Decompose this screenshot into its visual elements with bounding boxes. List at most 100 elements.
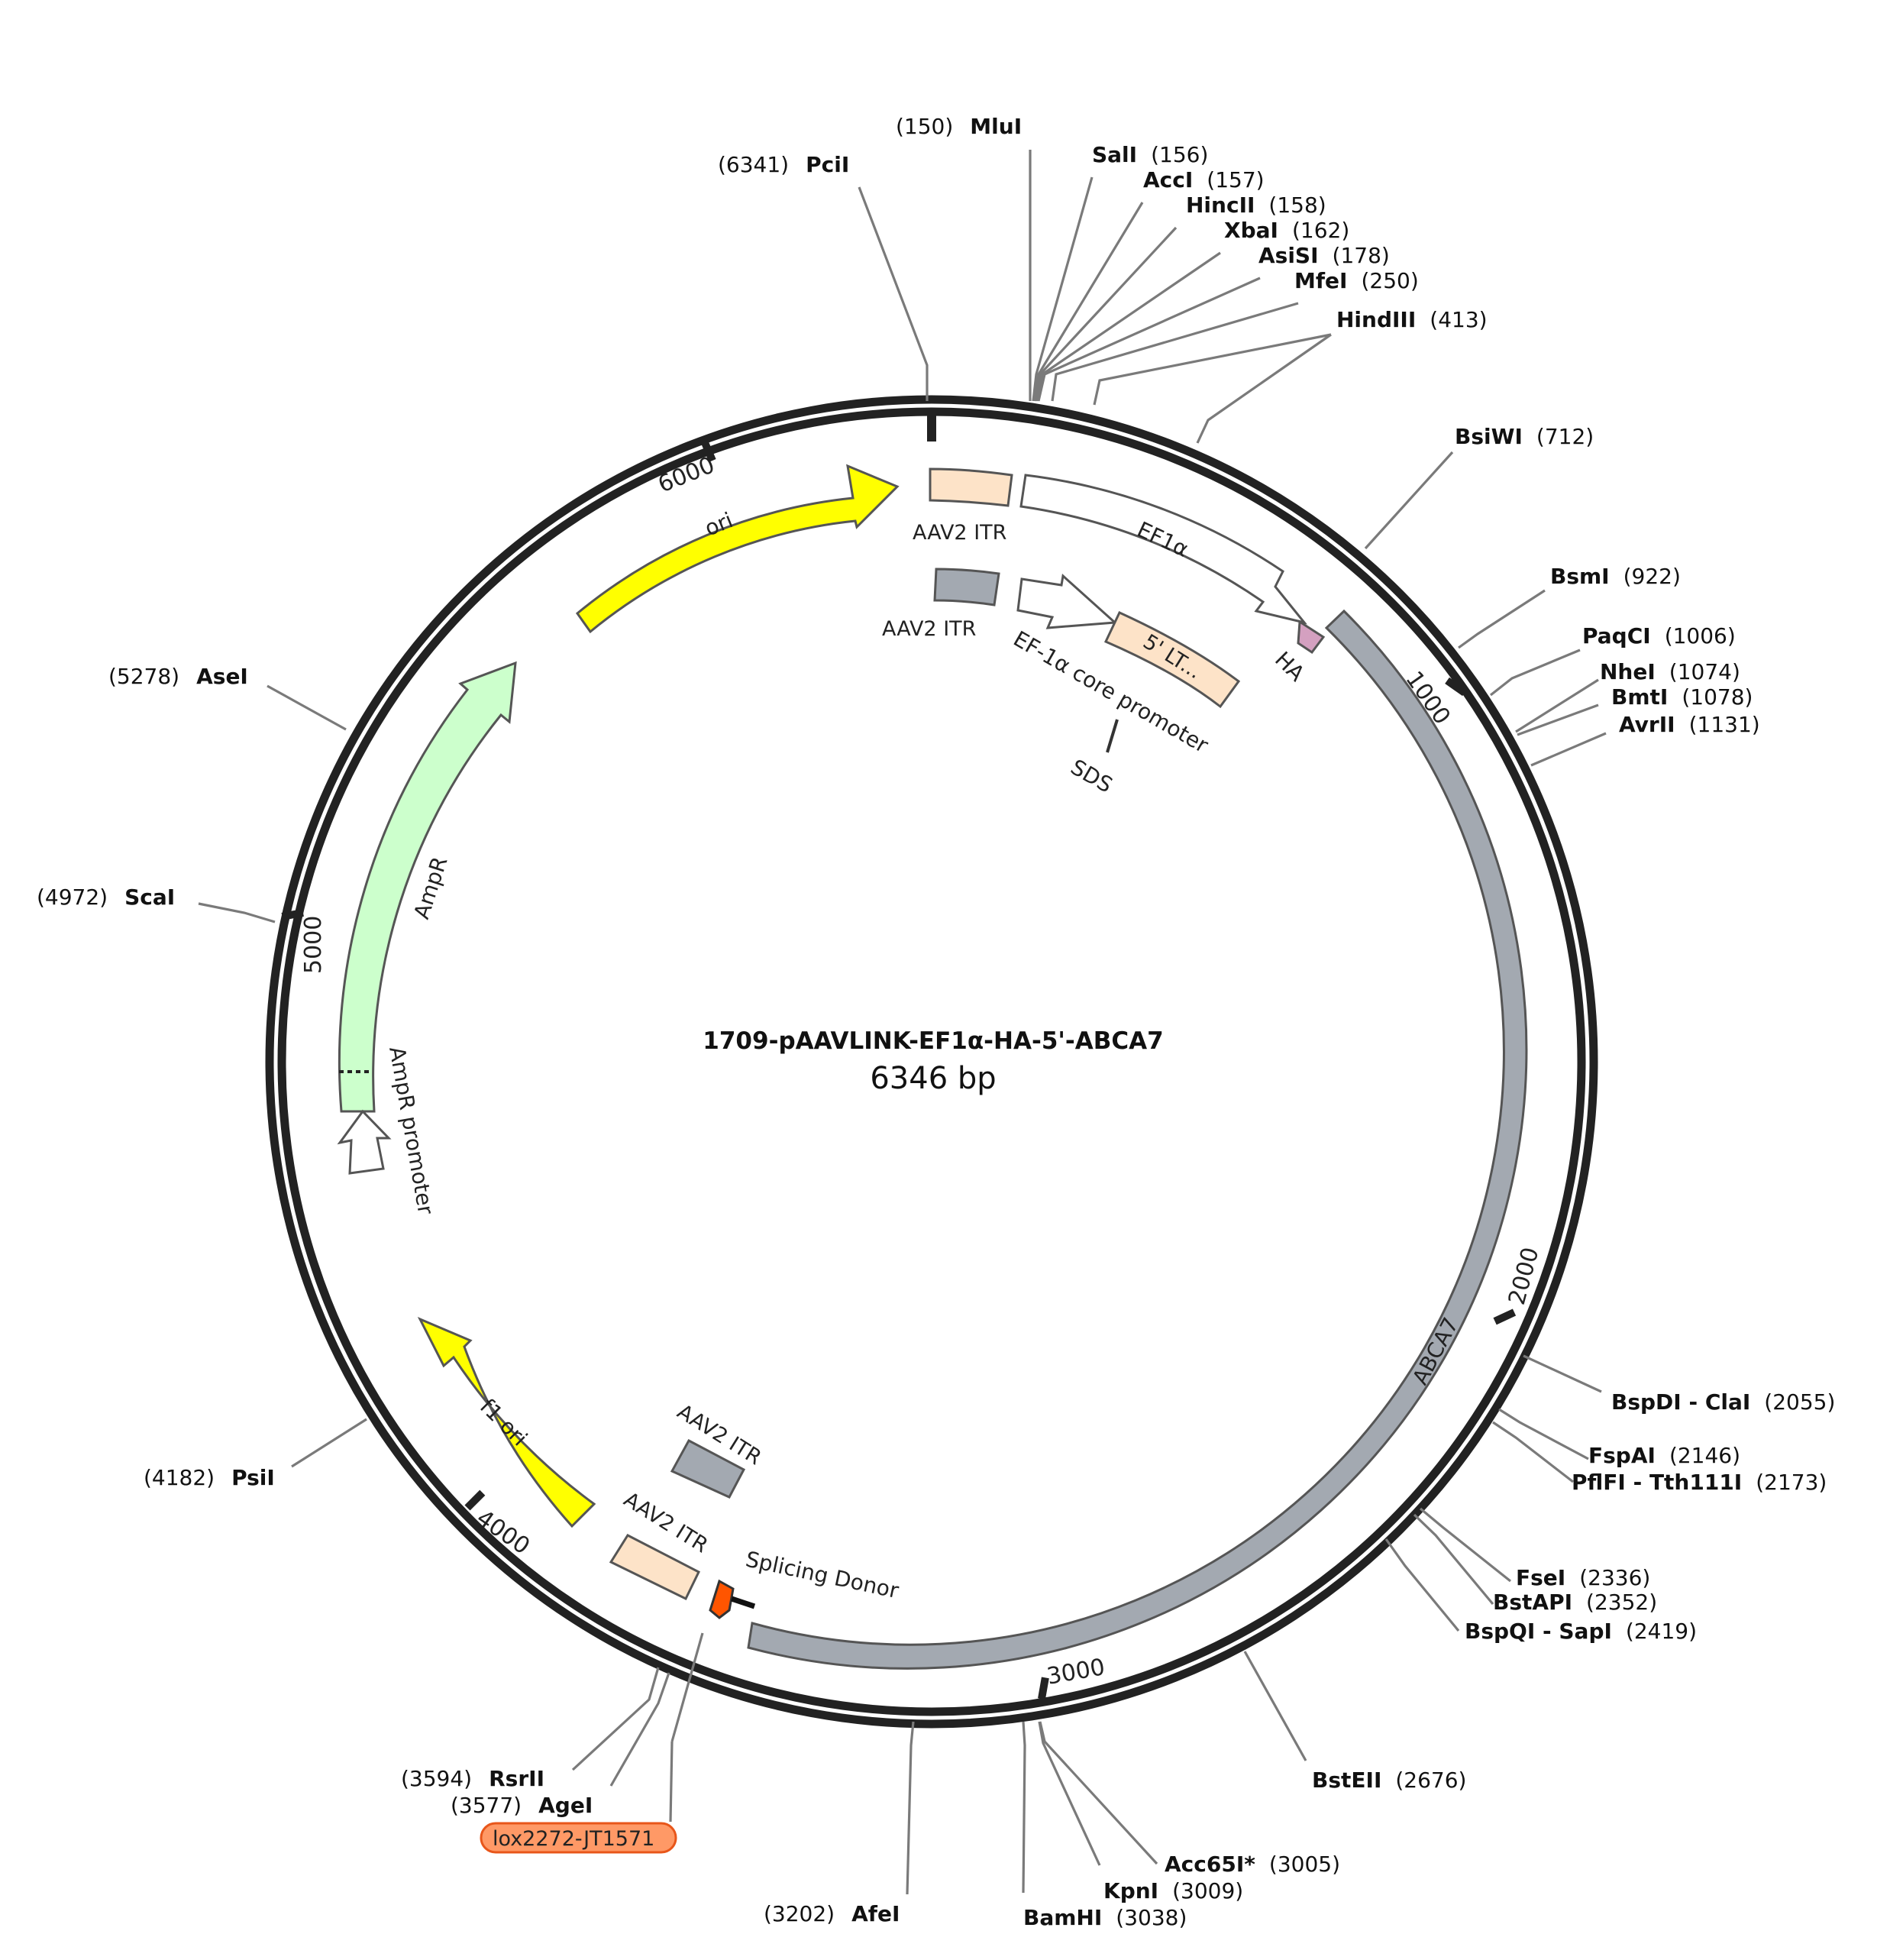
site-acci-name: AccI: [1143, 167, 1193, 192]
site-fspai-name: FspAI: [1588, 1443, 1656, 1468]
site-scai-name: ScaI: [124, 885, 175, 910]
site-agei-pos: (3577): [451, 1793, 522, 1818]
site-fsei-name: FseI: [1516, 1565, 1565, 1590]
site-hincii-pos: (158): [1268, 192, 1326, 218]
scale-tick-3000-mark: [1038, 1677, 1049, 1700]
site-kpni: KpnI(3009): [1103, 1878, 1243, 1903]
site-fspai: FspAI (2146): [1588, 1443, 1740, 1468]
sds-label: SDS: [1067, 754, 1117, 797]
lox2272-badge: [480, 1822, 677, 1854]
site-mfei: MfeI (250): [1294, 268, 1419, 293]
site-agei: (3577)AgeI: [451, 1793, 593, 1818]
aav2-itr-peach-bottom-box: [609, 1534, 700, 1601]
site-hincii: HincII (158): [1186, 192, 1326, 218]
leader-acc65i: [1039, 1721, 1158, 1865]
site-bspqi-sapi: BspQI - SapI(2419): [1465, 1619, 1697, 1644]
abca7-label: ABCA7: [1407, 1313, 1463, 1389]
site-paqci-name: PaqCI: [1582, 623, 1651, 648]
site-bspqi-sapi-name: BspQI - SapI: [1465, 1619, 1612, 1644]
site-fspai-pos: (2146): [1669, 1443, 1740, 1468]
site-mfei-name: MfeI: [1294, 268, 1347, 293]
leader-afei: [906, 1721, 915, 1895]
abca7-box: [748, 611, 1508, 1657]
ha-label: HA: [1270, 647, 1310, 687]
splicing-donor-arrow: [709, 1579, 735, 1619]
aav2-itr-top-box: [929, 467, 1013, 507]
leader-sali: [1032, 176, 1094, 402]
site-acc65i: Acc65I* (3005): [1165, 1852, 1340, 1877]
ha-box: [1297, 619, 1326, 655]
leader-kpni: [1038, 1721, 1101, 1866]
leader-fsei: [1419, 1507, 1511, 1583]
site-sali-name: SalI: [1092, 142, 1137, 167]
f1-ori-arrow: [417, 1317, 596, 1528]
leader-bspdi: [1523, 1354, 1602, 1393]
lox2272-leader-2: [669, 1741, 674, 1823]
site-bamhi: BamHI (3038): [1023, 1905, 1187, 1930]
site-avrii-pos: (1131): [1689, 712, 1760, 737]
site-acc65i-pos: (3005): [1269, 1852, 1340, 1877]
leader-bmti: [1517, 703, 1599, 736]
site-scai-pos: (4972): [37, 885, 108, 910]
scale-tick-3000: 3000: [1045, 1654, 1107, 1690]
leader-hindiii: [1093, 333, 1332, 406]
site-xbai-pos: (162): [1292, 218, 1349, 243]
leader-bsiwi: [1364, 451, 1454, 550]
aav2-itr-grey-top-box: [933, 568, 1000, 606]
leader-bamhi: [1022, 1721, 1026, 1894]
site-bstapi: BstAPI(2352): [1493, 1590, 1657, 1615]
site-fsei: FseI(2336): [1516, 1565, 1650, 1590]
site-hincii-name: HincII: [1186, 192, 1255, 218]
ampr-label: AmpR: [409, 853, 452, 922]
leader-asisi: [1037, 277, 1261, 402]
site-rsrii: (3594)RsrII: [401, 1766, 544, 1791]
site-bamhi-pos: (3038): [1116, 1905, 1187, 1930]
site-xbai: XbaI(162): [1224, 218, 1349, 243]
site-rsrii-pos: (3594): [401, 1766, 472, 1791]
leader-psii: [291, 1418, 367, 1468]
ampr-promoter-arrow: [337, 1109, 392, 1175]
leader-hindiii-2: [1196, 333, 1332, 444]
site-asisi-name: AsiSI: [1258, 243, 1319, 268]
lox2272-label: lox2272-JT1571: [493, 1827, 654, 1851]
site-sali-pos: (156): [1151, 142, 1208, 167]
leader-pcii: [858, 186, 929, 401]
site-bsiwi: BsiWI(712): [1455, 424, 1594, 449]
leader-fspai: [1498, 1408, 1589, 1460]
leader-avrii: [1530, 732, 1607, 767]
site-mlui: (150)MluI: [896, 114, 1022, 139]
site-hindiii: HindIII(413): [1336, 307, 1488, 332]
leader-bsteii: [1243, 1651, 1307, 1761]
site-avrii-name: AvrII: [1619, 712, 1675, 737]
site-nhei-pos: (1074): [1669, 659, 1740, 684]
leader-bstapi: [1413, 1513, 1494, 1606]
aav2-itr-grey-top-label: AAV2 ITR: [882, 617, 976, 641]
leader-scai: [198, 902, 276, 923]
origin-marker: [927, 409, 936, 441]
site-pcii-pos: (6341): [718, 152, 789, 177]
site-mlui-name: MluI: [970, 114, 1022, 139]
backbone: [265, 395, 1598, 1729]
leader-rsrii: [571, 1667, 660, 1771]
leader-paqci: [1490, 648, 1581, 697]
site-asisi-pos: (178): [1333, 243, 1390, 268]
splicing-donor-connector: [730, 1596, 756, 1609]
aav2-itr-grey-bottom-box: [670, 1438, 746, 1499]
site-mfei-pos: (250): [1361, 268, 1418, 293]
site-bamhi-name: BamHI: [1023, 1905, 1102, 1930]
backbone-outer-ring: [265, 395, 1598, 1729]
aav2-itr-top-label: AAV2 ITR: [913, 521, 1006, 545]
site-asei: (5278)AseI: [108, 664, 248, 689]
ampr-promoter-label: AmpR promoter: [384, 1044, 438, 1216]
site-bspdi-clai-pos: (2055): [1764, 1389, 1835, 1415]
scale-tick-5000-mark: [281, 909, 304, 920]
site-pflfi-tth111i-pos: (2173): [1756, 1470, 1827, 1495]
site-kpni-name: KpnI: [1103, 1878, 1158, 1903]
ori-arrow: [575, 464, 900, 634]
scale-tick-2000-mark: [1493, 1308, 1517, 1325]
site-pcii: (6341)PciI: [718, 152, 849, 177]
site-acc65i-name: Acc65I*: [1165, 1852, 1255, 1877]
leader-agei: [609, 1672, 670, 1787]
features: ori AAV2 ITR EF1α AAV2 ITR EF-1α core pr…: [337, 464, 1528, 1854]
